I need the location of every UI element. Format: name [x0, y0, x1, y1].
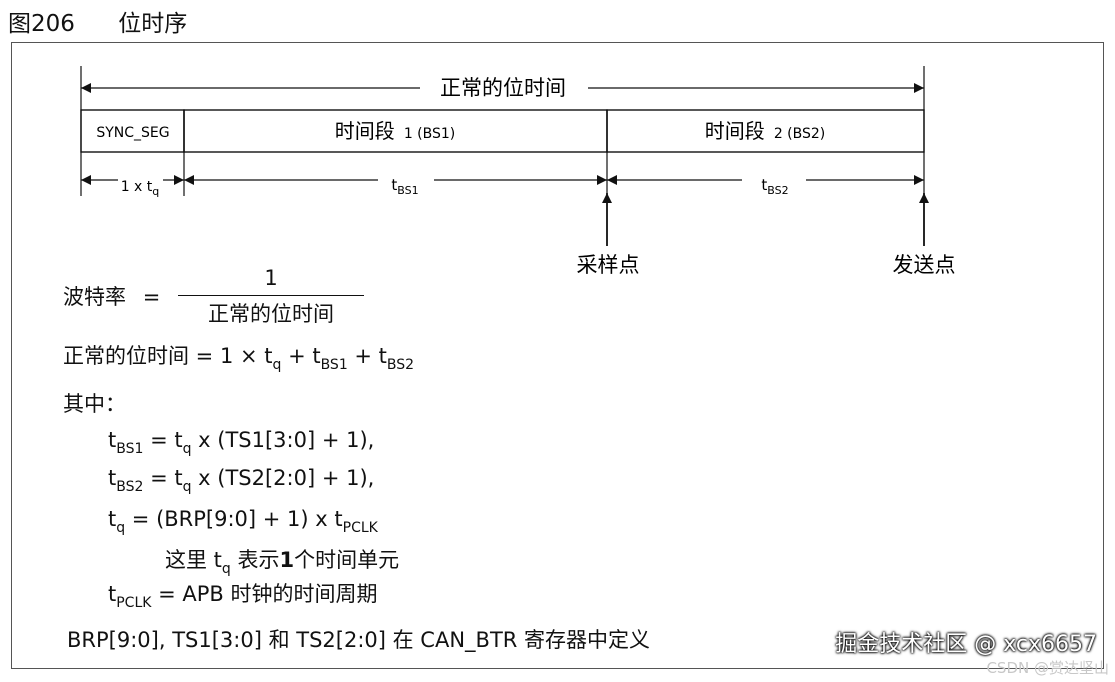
tbs2-sub: BS2	[767, 184, 788, 197]
tbs2-f-rest: x (TS2[2:0] + 1),	[191, 466, 375, 490]
figure-frame	[11, 42, 1104, 669]
tbs1-sub: BS1	[397, 184, 418, 197]
tbs2-f-sub: BS2	[116, 479, 144, 495]
tq-note-pre: 这里 t	[165, 548, 222, 572]
tq-f-q: q	[116, 520, 126, 536]
tq-f-pclk: PCLK	[342, 520, 378, 536]
fraction-numerator: 1	[264, 266, 278, 290]
figure-number: 图206	[8, 11, 75, 37]
tbs1-t: t	[391, 176, 397, 194]
tbs2-duration-label: tBS2	[761, 176, 788, 197]
baud-rate-fraction: 1 正常的位时间	[178, 266, 364, 328]
tpclk-f-sub: PCLK	[116, 595, 152, 611]
tbs1-f-sub: BS1	[116, 441, 144, 457]
register-footer: BRP[9:0], TS1[3:0] 和 TS2[2:0] 在 CAN_BTR …	[67, 628, 651, 652]
nbt-q: q	[272, 357, 282, 373]
tq-f-rest: = (BRP[9:0] + 1) x t	[125, 507, 343, 531]
tq-formula: tq = (BRP[9:0] + 1) x tPCLK	[108, 507, 378, 536]
baud-rate-formula: 波特率 =	[63, 281, 160, 311]
watermark-sub: CSDN @赏达坚山	[986, 659, 1109, 677]
nbt-lhs: 正常的位时间 = 1 × t	[63, 344, 273, 368]
tpclk-f-rest: = APB 时钟的时间周期	[151, 582, 378, 606]
tbs1-f-q: q	[182, 441, 192, 457]
tbs1-duration-label: tBS1	[391, 176, 418, 197]
tpclk-formula: tPCLK = APB 时钟的时间周期	[108, 578, 378, 611]
fraction-bar	[178, 295, 364, 296]
transmit-point-label: 发送点	[893, 253, 956, 277]
tq-note: 这里 tq 表示1个时间单元	[165, 544, 399, 577]
figure-caption: 位时序	[118, 11, 188, 37]
tq-note-bold: 1	[279, 548, 295, 572]
where-label: 其中：	[63, 392, 126, 416]
sample-point-label: 采样点	[577, 253, 640, 277]
tbs1-f-mid: = t	[143, 428, 183, 452]
nbt-bs2: BS2	[386, 357, 415, 373]
tbs2-f-q: q	[182, 479, 192, 495]
bs2-box	[606, 109, 925, 153]
tq-note-post: 个时间单元	[294, 548, 400, 572]
watermark-main: 掘金技术社区 @ xcx6657	[835, 632, 1097, 657]
tbs1-f-rest: x (TS1[3:0] + 1),	[191, 428, 375, 452]
nominal-bit-time-formula: 正常的位时间 = 1 × tq + tBS1 + tBS2	[63, 340, 414, 373]
nominal-bit-time-label: 正常的位时间	[440, 76, 566, 100]
bs1-label: 时间段 1 (BS1)	[335, 119, 456, 143]
bs1-label-main: 时间段	[335, 119, 395, 143]
bs2-label-main: 时间段	[705, 119, 765, 143]
tq-duration-label: 1 x tq	[121, 179, 160, 198]
fraction-denominator: 正常的位时间	[208, 302, 334, 326]
sync-seg-label: SYNC_SEG	[96, 125, 169, 141]
tbs1-f-t: t	[108, 428, 117, 452]
tbs2-f-t: t	[108, 466, 117, 490]
figure-title: 图206 位时序	[8, 4, 187, 38]
nbt-plus1: + t	[281, 344, 321, 368]
nbt-plus2: + t	[347, 344, 387, 368]
bs1-label-sub: 1 (BS1)	[404, 126, 455, 142]
tq-duration-sub: q	[152, 185, 159, 198]
baud-rate-equals: =	[142, 285, 161, 309]
tbs2-f-mid: = t	[143, 466, 183, 490]
tq-note-q: q	[221, 561, 231, 577]
tpclk-f-t: t	[108, 582, 117, 606]
tq-note-mid: 表示	[230, 548, 280, 572]
bs2-label: 时间段 2 (BS2)	[705, 119, 826, 143]
tbs2-formula: tBS2 = tq x (TS2[2:0] + 1),	[108, 466, 374, 495]
bit-timing-diagram: 正常的位时间 SYNC_SEG 时间段 1 (BS1) 时间段 2 (BS2) …	[80, 66, 956, 277]
nbt-bs1: BS1	[320, 357, 348, 373]
bs2-label-sub: 2 (BS2)	[774, 126, 825, 142]
tq-duration-prefix: 1 x t	[121, 179, 153, 195]
tbs2-t: t	[761, 176, 767, 194]
tbs1-formula: tBS1 = tq x (TS1[3:0] + 1),	[108, 428, 374, 457]
baud-rate-label: 波特率	[63, 285, 126, 309]
tq-f-t: t	[108, 507, 117, 531]
